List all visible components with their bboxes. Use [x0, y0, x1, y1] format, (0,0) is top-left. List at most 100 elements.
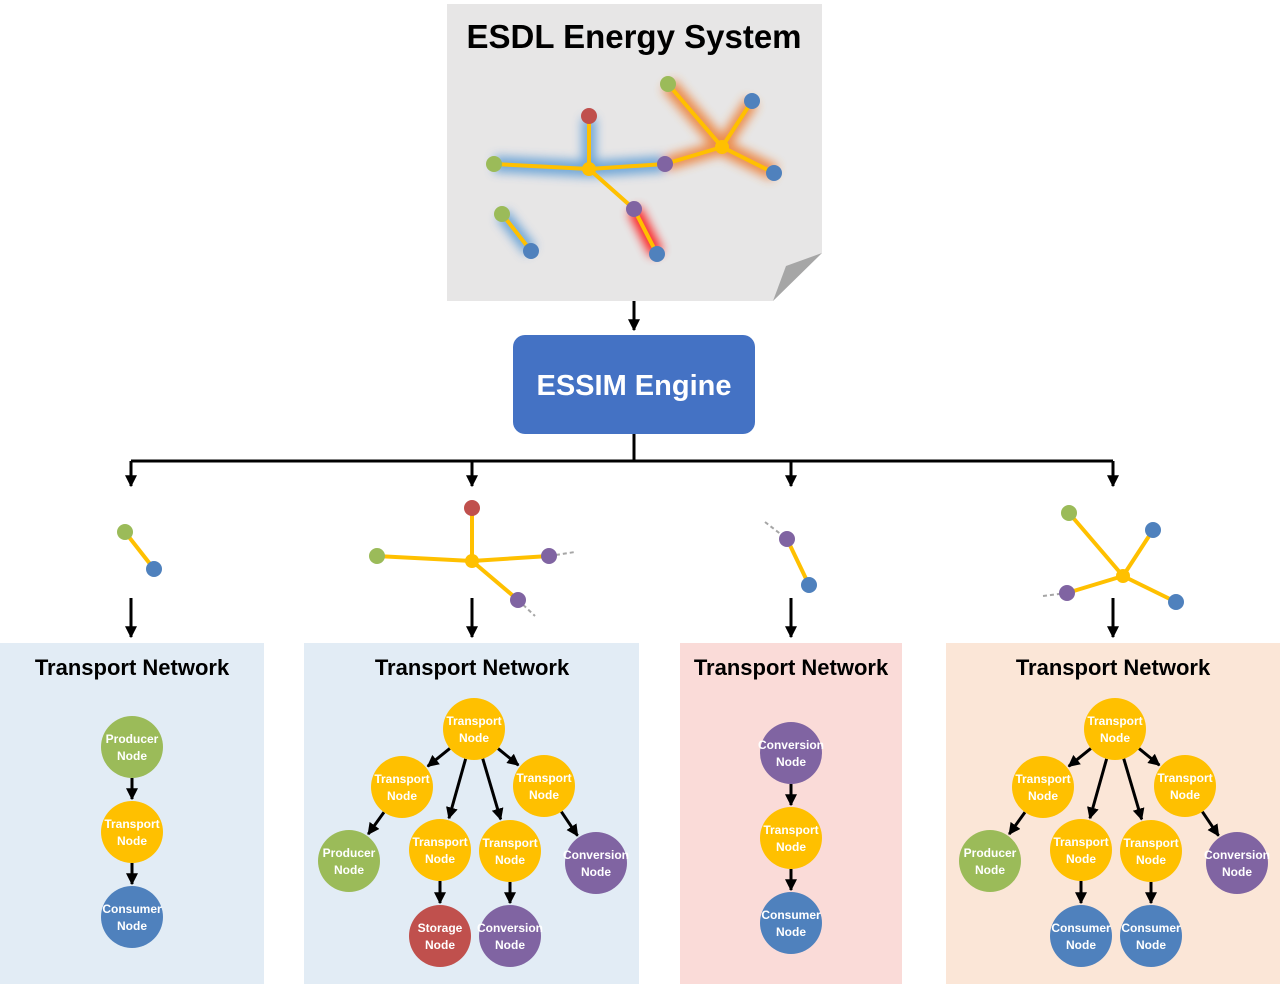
- node-label-line1: Producer: [323, 846, 376, 860]
- subnetwork-2: [369, 500, 576, 617]
- node-label-line1: Transport: [1015, 772, 1070, 786]
- node-label-line2: Node: [495, 938, 525, 952]
- node-label-line1: Transport: [1157, 771, 1212, 785]
- document-page-curl: [773, 253, 822, 301]
- node-label-line1: Transport: [104, 817, 159, 831]
- transport-network-2: Transport NetworkTransportNodeTransportN…: [318, 655, 629, 967]
- node-label-line2: Node: [425, 852, 455, 866]
- transport-network-title: Transport Network: [694, 655, 889, 680]
- node-label-line2: Node: [1066, 852, 1096, 866]
- node-label-line1: Consumer: [761, 908, 821, 922]
- network-dots: [486, 76, 782, 262]
- tree-edge-arrow: [446, 758, 468, 820]
- node-label-line2: Node: [1170, 788, 1200, 802]
- tree-edge-arrow: [1007, 811, 1027, 836]
- panel-2: [304, 643, 639, 984]
- tree-edge-arrow: [481, 758, 504, 821]
- node-label-line2: Node: [975, 863, 1005, 877]
- node-label-line1: Producer: [964, 846, 1017, 860]
- tree-edge-arrow: [1201, 810, 1220, 837]
- node-label-line2: Node: [117, 834, 147, 848]
- transport-network-3: Transport NetworkConversionNodeTransport…: [694, 655, 889, 954]
- esdl-document: ESDL Energy System: [447, 4, 822, 301]
- node-label-line1: Transport: [1053, 835, 1108, 849]
- tree-edge-arrow: [1087, 758, 1109, 820]
- node-label-line2: Node: [1222, 865, 1252, 879]
- node-label-line1: Storage: [418, 921, 463, 935]
- panel-4: [946, 643, 1280, 984]
- panel-arrows: [125, 598, 1119, 639]
- node-label-line2: Node: [1066, 938, 1096, 952]
- node-label-line1: Conversion: [563, 848, 629, 862]
- node-label-line2: Node: [1100, 731, 1130, 745]
- node-label-line1: Transport: [1123, 836, 1178, 850]
- node-label-line2: Node: [529, 788, 559, 802]
- node-label-line1: Transport: [1087, 714, 1142, 728]
- node-label-line2: Node: [334, 863, 364, 877]
- subnetwork-3: [764, 521, 817, 593]
- transport-network-title: Transport Network: [35, 655, 230, 680]
- node-label-line2: Node: [117, 919, 147, 933]
- network-lines: [493, 82, 775, 255]
- node-label-line1: Consumer: [1051, 921, 1111, 935]
- node-label-line1: Transport: [482, 836, 537, 850]
- transport-network-4: Transport NetworkTransportNodeTransportN…: [959, 655, 1270, 967]
- node-label-line1: Transport: [516, 771, 571, 785]
- engine-label: ESSIM Engine: [537, 370, 732, 402]
- tree-edge-arrow: [1138, 747, 1161, 767]
- document-sheet: [447, 4, 822, 301]
- tree-edge-arrow: [497, 747, 520, 767]
- node-label-line2: Node: [495, 853, 525, 867]
- node-label-line2: Node: [776, 925, 806, 939]
- transport-network-title: Transport Network: [375, 655, 570, 680]
- node-label-line2: Node: [1136, 938, 1166, 952]
- transport-network-1: Transport NetworkProducerNodeTransportNo…: [35, 655, 230, 948]
- node-label-line2: Node: [425, 938, 455, 952]
- subnetwork-1: [117, 524, 162, 577]
- node-label-line1: Transport: [412, 835, 467, 849]
- transport-network-title: Transport Network: [1016, 655, 1211, 680]
- node-label-line1: Conversion: [477, 921, 543, 935]
- node-label-line2: Node: [776, 755, 806, 769]
- tree-edge-arrow: [1122, 758, 1145, 821]
- node-label-line2: Node: [1028, 789, 1058, 803]
- node-label-line1: Transport: [446, 714, 501, 728]
- node-label-line1: Consumer: [1121, 921, 1181, 935]
- node-label-line2: Node: [581, 865, 611, 879]
- subnetwork-4: [1042, 505, 1184, 610]
- node-label-line2: Node: [459, 731, 489, 745]
- node-label-line2: Node: [117, 749, 147, 763]
- node-label-line2: Node: [387, 789, 417, 803]
- node-label-line1: Producer: [106, 732, 159, 746]
- node-label-line1: Conversion: [1204, 848, 1270, 862]
- node-label-line2: Node: [776, 840, 806, 854]
- tree-edge-arrow: [426, 747, 451, 768]
- tree-edge-arrow: [1067, 747, 1092, 768]
- node-label-line1: Transport: [374, 772, 429, 786]
- essim-engine-box: ESSIM Engine: [513, 335, 755, 434]
- node-label-line1: Transport: [763, 823, 818, 837]
